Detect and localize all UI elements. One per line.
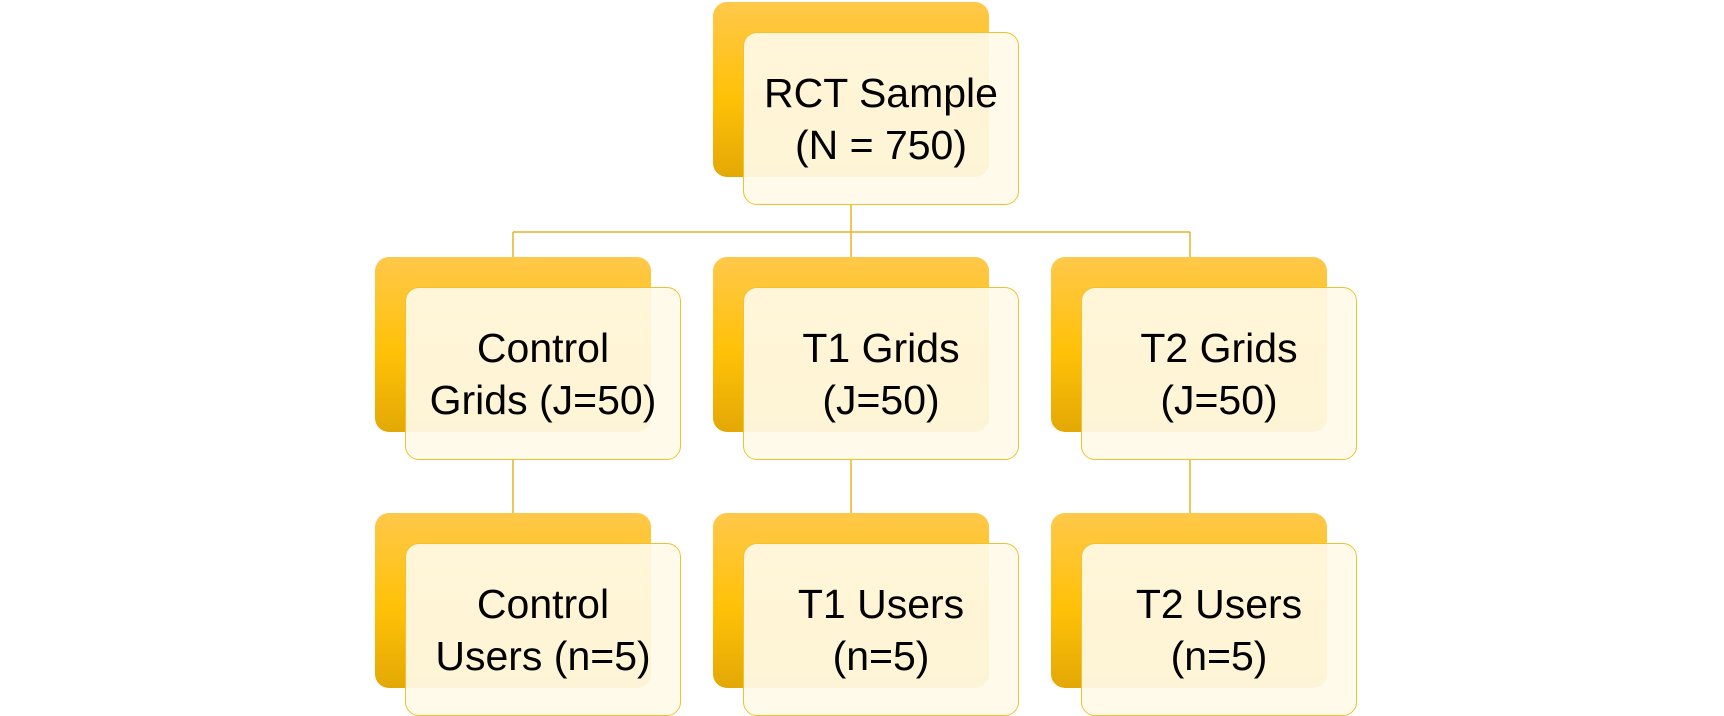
t2-grids-node: T2 Grids (J=50) — [1051, 257, 1359, 460]
control-users-node-front: Control Users (n=5) — [405, 543, 681, 716]
t2-grids-node-front: T2 Grids (J=50) — [1081, 287, 1357, 460]
rct-sample-node: RCT Sample (N = 750) — [713, 2, 1021, 205]
t2-users-node: T2 Users (n=5) — [1051, 513, 1359, 716]
rct-sample-label: RCT Sample (N = 750) — [764, 69, 998, 168]
t1-users-node-front: T1 Users (n=5) — [743, 543, 1019, 716]
rct-sample-node-front: RCT Sample (N = 750) — [743, 32, 1019, 205]
t2-users-node-front: T2 Users (n=5) — [1081, 543, 1357, 716]
t2-users-label: T2 Users (n=5) — [1135, 580, 1303, 679]
t1-grids-node-front: T1 Grids (J=50) — [743, 287, 1019, 460]
t1-grids-node: T1 Grids (J=50) — [713, 257, 1021, 460]
control-grids-node-front: Control Grids (J=50) — [405, 287, 681, 460]
control-grids-label: Control Grids (J=50) — [429, 324, 657, 423]
t1-users-node: T1 Users (n=5) — [713, 513, 1021, 716]
control-users-label: Control Users (n=5) — [435, 580, 651, 679]
t1-grids-label: T1 Grids (J=50) — [802, 324, 960, 423]
t2-grids-label: T2 Grids (J=50) — [1140, 324, 1298, 423]
control-users-node: Control Users (n=5) — [375, 513, 683, 716]
t1-users-label: T1 Users (n=5) — [797, 580, 965, 679]
control-grids-node: Control Grids (J=50) — [375, 257, 683, 460]
